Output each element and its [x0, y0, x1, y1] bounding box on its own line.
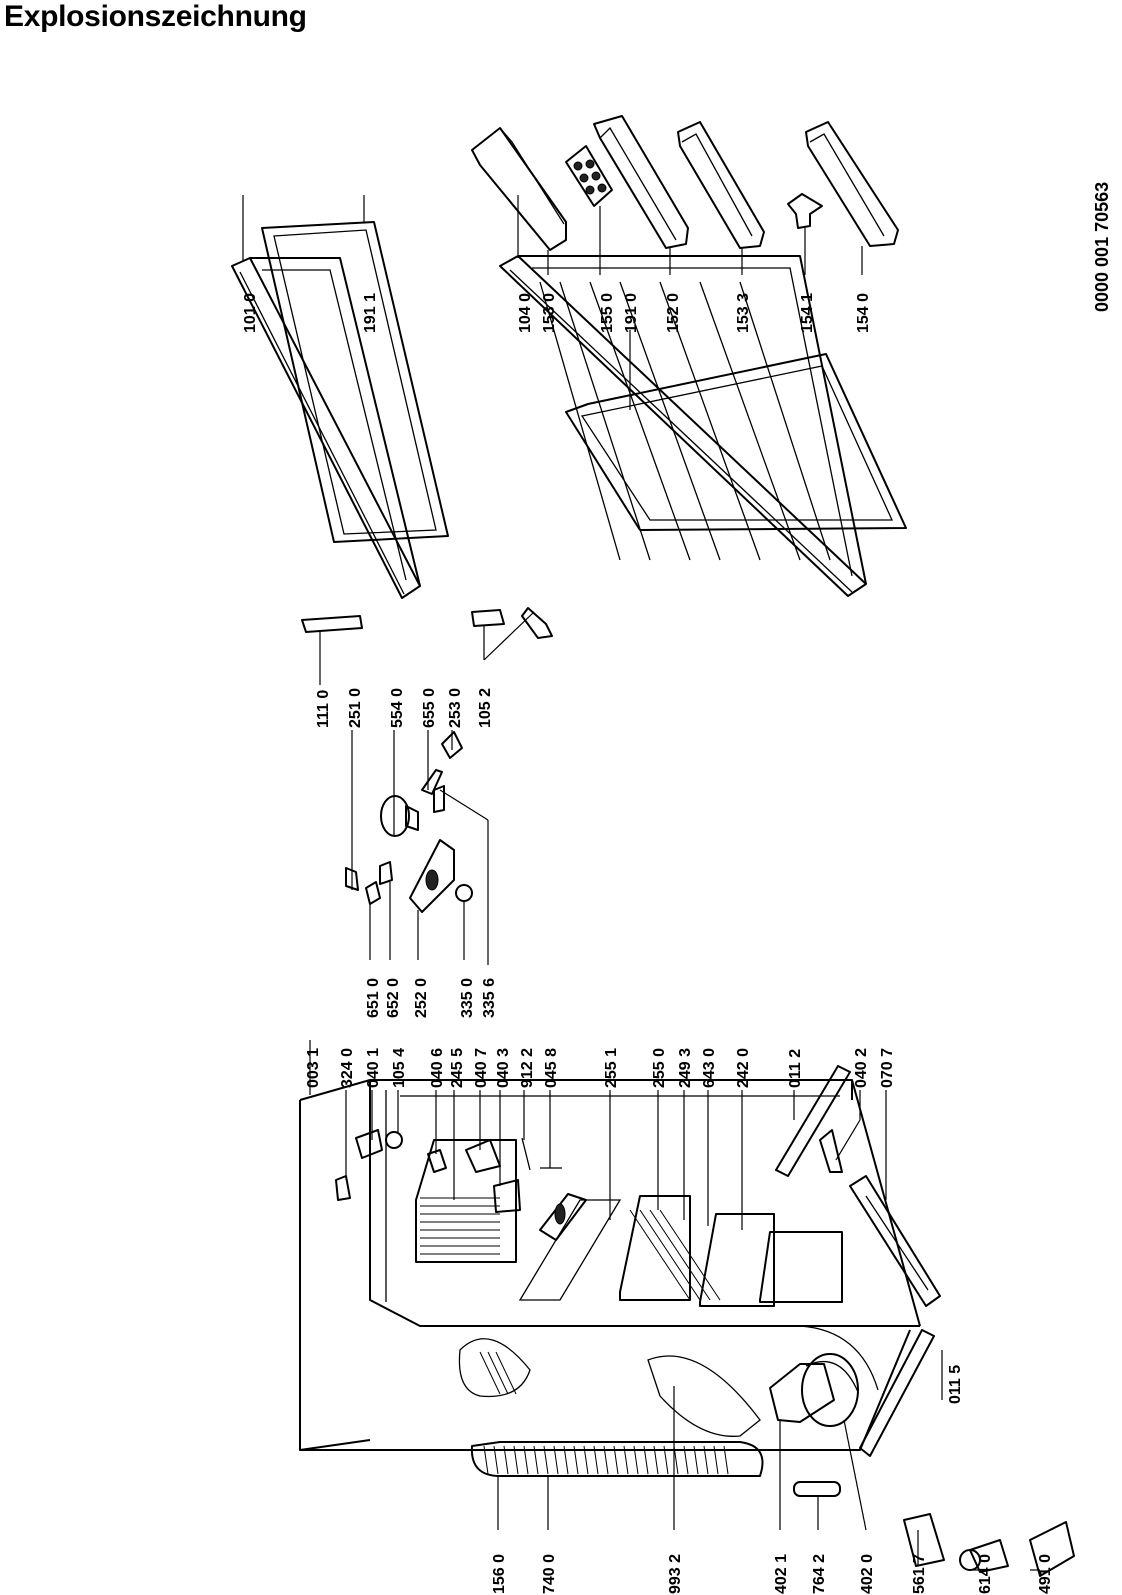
label-152-0: 152 0 [665, 293, 682, 333]
door-shelf-152-0 [593, 115, 689, 275]
label-156-0: 156 0 [491, 1554, 508, 1594]
label-153-3: 153 3 [735, 293, 752, 333]
label-154-0: 154 0 [855, 293, 872, 333]
door-shelf-153-3 [677, 121, 765, 275]
bottle-clip-154-1 [787, 193, 823, 275]
label-040-1: 040 1 [365, 1048, 382, 1088]
label-652-0: 652 0 [385, 978, 402, 1018]
label-242-0: 242 0 [735, 1048, 752, 1088]
compressor-assembly [769, 1353, 859, 1427]
label-253-0: 253 0 [447, 688, 464, 728]
label-402-0: 402 0 [859, 1554, 876, 1594]
label-402-1: 402 1 [773, 1554, 790, 1594]
label-045-8: 045 8 [543, 1048, 560, 1088]
label-993-2: 993 2 [667, 1554, 684, 1594]
label-651-0: 651 0 [365, 978, 382, 1018]
freezer-door-gasket [261, 195, 449, 543]
label-104-0: 104 0 [517, 293, 534, 333]
label-740-0: 740 0 [541, 1554, 558, 1594]
label-003-1: 003 1 [305, 1048, 322, 1088]
label-040-6: 040 6 [429, 1048, 446, 1088]
bottom-leaders [497, 1386, 1040, 1571]
door-shelf-153-0 [471, 127, 567, 275]
thermostat-assembly [301, 607, 553, 965]
labels-cabinet-right: 003 1 324 0 040 1 105 4 040 6 245 5 040 … [305, 1048, 896, 1088]
labels-door-top: 101 0 191 1 104 0 153 0 155 0 191 0 152 … [242, 293, 872, 333]
label-070-7: 070 7 [879, 1048, 896, 1088]
label-011-2: 011 2 [787, 1049, 804, 1088]
fridge-door-gasket [565, 330, 907, 531]
label-491-0: 491 0 [1037, 1554, 1054, 1594]
label-101-0: 101 0 [242, 293, 259, 333]
label-764-2: 764 2 [811, 1554, 828, 1594]
door-shelves [471, 115, 899, 275]
label-251-0: 251 0 [347, 688, 364, 728]
label-614-0: 614 0 [977, 1554, 994, 1594]
door-shelf-154-0 [805, 121, 899, 275]
label-111-0: 111 0 [315, 690, 332, 728]
condenser [470, 1441, 764, 1477]
label-011-5: 011 5 [947, 1365, 964, 1404]
label-105-2: 105 2 [477, 688, 494, 728]
label-561-7: 561 7 [911, 1554, 928, 1594]
label-655-0: 655 0 [421, 688, 438, 728]
freezer-door [231, 195, 421, 599]
label-040-2: 040 2 [853, 1048, 870, 1088]
document-number: 0000 001 70563 [1092, 182, 1112, 312]
cabinet [299, 1065, 941, 1457]
label-643-0: 643 0 [701, 1048, 718, 1088]
labels-bottom-left: 156 0 740 0 993 2 402 1 764 2 402 0 561 … [491, 1554, 1054, 1594]
label-245-5: 245 5 [449, 1048, 466, 1088]
label-249-3: 249 3 [677, 1048, 694, 1088]
label-255-1: 255 1 [603, 1048, 620, 1088]
labels-thermostat: 651 0 652 0 252 0 335 0 335 6 [365, 978, 498, 1018]
label-191-1: 191 1 [362, 293, 379, 333]
label-912-2: 912 2 [519, 1048, 536, 1088]
label-040-7: 040 7 [473, 1048, 490, 1088]
label-335-6: 335 6 [481, 978, 498, 1018]
labels-thermostat-top: 111 0 251 0 554 0 655 0 253 0 105 2 [315, 688, 494, 728]
label-252-0: 252 0 [413, 978, 430, 1018]
label-040-3: 040 3 [495, 1048, 512, 1088]
label-324-0: 324 0 [339, 1048, 356, 1088]
page-title: Explosionszeichnung [4, 0, 307, 33]
fridge-door [499, 195, 867, 597]
relay-parts [903, 1513, 1075, 1577]
label-153-0: 153 0 [541, 293, 558, 333]
label-335-0: 335 0 [459, 978, 476, 1018]
filter-drier [793, 1481, 841, 1497]
label-155-0: 155 0 [599, 293, 616, 333]
cabinet-leaders [309, 1040, 943, 1400]
label-191-0: 191 0 [623, 293, 640, 333]
label-255-0: 255 0 [651, 1048, 668, 1088]
label-554-0: 554 0 [389, 688, 406, 728]
egg-tray-155-0 [565, 145, 613, 275]
label-105-4: 105 4 [391, 1048, 408, 1088]
label-154-1: 154 1 [799, 293, 816, 333]
